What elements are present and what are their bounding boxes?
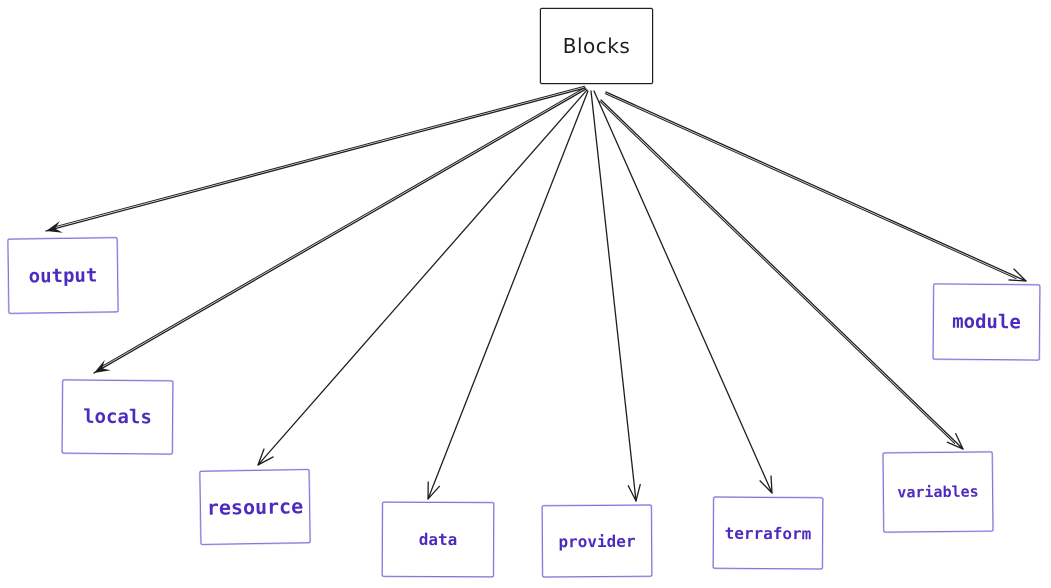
arrow-blocks-to-output[interactable] bbox=[45, 87, 586, 232]
node-blocks-label: Blocks bbox=[562, 34, 631, 58]
node-terraform-label: terraform bbox=[724, 523, 812, 543]
node-variables[interactable]: variables bbox=[882, 451, 994, 533]
node-data-label: data bbox=[418, 529, 458, 550]
node-resource-label: resource bbox=[206, 494, 304, 520]
node-variables-label: variables bbox=[897, 482, 979, 502]
node-module-label: module bbox=[952, 310, 1021, 334]
arrow-blocks-to-locals[interactable] bbox=[93, 88, 587, 374]
node-module[interactable]: module bbox=[932, 283, 1041, 361]
node-locals[interactable]: locals bbox=[61, 379, 174, 455]
node-data[interactable]: data bbox=[381, 501, 495, 578]
arrow-blocks-to-resource[interactable] bbox=[257, 89, 588, 466]
arrowhead-locals bbox=[94, 359, 111, 373]
node-blocks[interactable]: Blocks bbox=[540, 8, 653, 84]
node-output[interactable]: output bbox=[7, 237, 119, 314]
node-terraform[interactable]: terraform bbox=[712, 496, 824, 570]
node-output-label: output bbox=[28, 264, 98, 287]
node-locals-label: locals bbox=[83, 405, 152, 429]
arrow-blocks-to-variables[interactable] bbox=[600, 99, 964, 450]
arrowhead-output bbox=[46, 221, 63, 233]
arrow-blocks-to-module[interactable] bbox=[605, 91, 1027, 282]
arrow-blocks-to-data[interactable] bbox=[427, 90, 589, 500]
arrow-blocks-to-provider[interactable] bbox=[590, 90, 637, 502]
node-provider-label: provider bbox=[558, 531, 636, 551]
node-resource[interactable]: resource bbox=[199, 469, 311, 545]
arrow-blocks-to-terraform[interactable] bbox=[593, 90, 773, 494]
node-provider[interactable]: provider bbox=[541, 504, 653, 578]
